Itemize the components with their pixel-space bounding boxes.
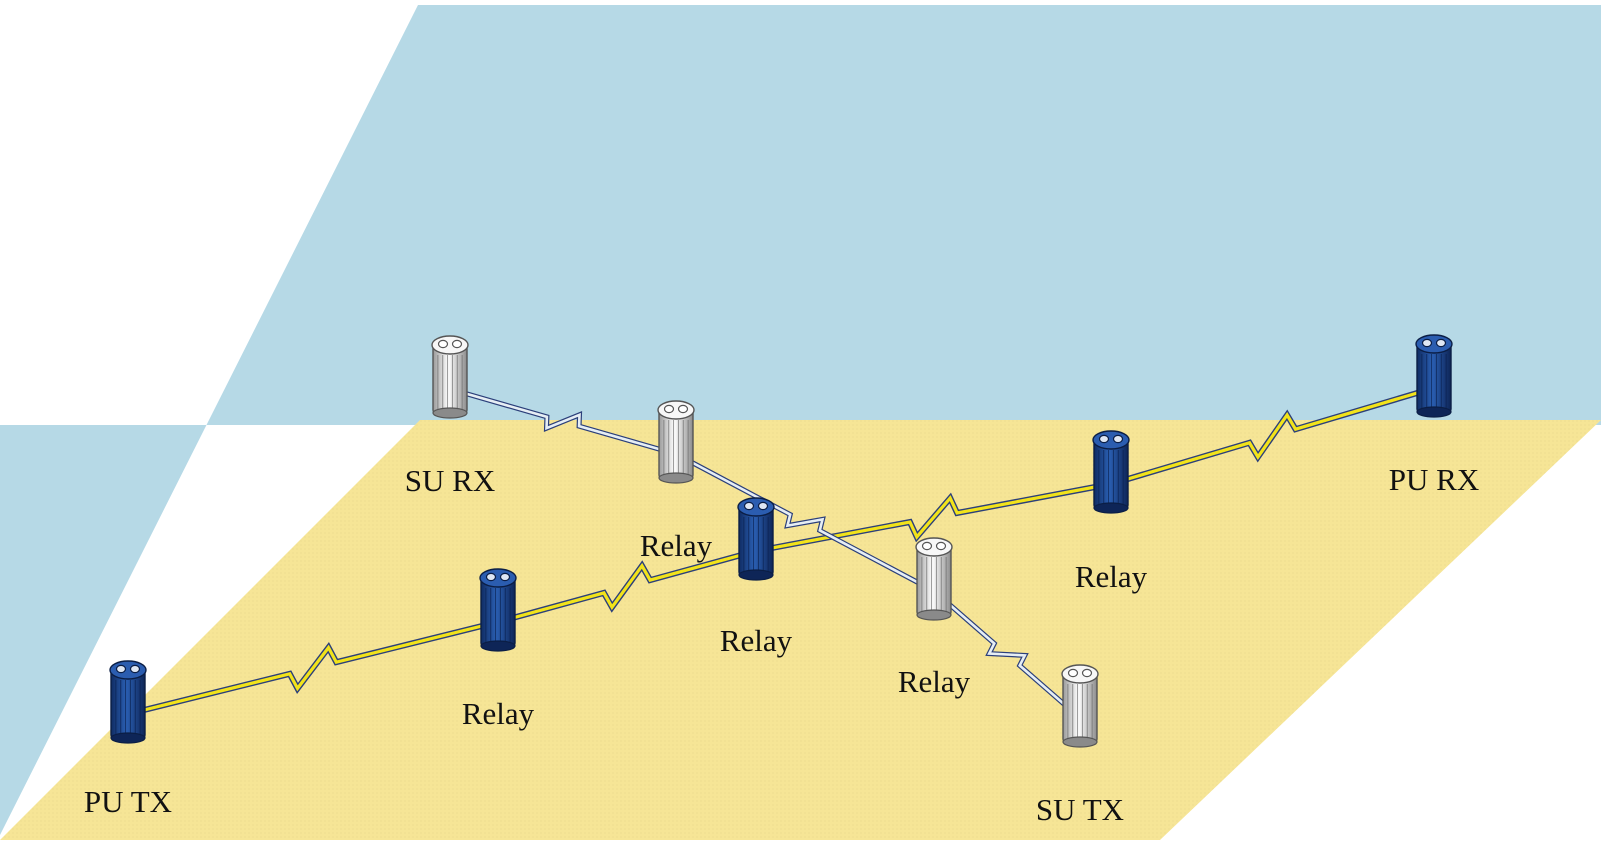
node-cap [1415, 334, 1453, 354]
link-pu-1 [497, 548, 757, 625]
node-su-relay-1: Relay [640, 400, 713, 563]
node-base [1093, 502, 1129, 514]
node-pu-rx: PU RX [1389, 334, 1479, 497]
node-cap [1092, 430, 1130, 450]
node-port-icon [437, 339, 449, 349]
node-port-icon [935, 541, 947, 551]
node-port-icon [921, 541, 933, 551]
node-port-icon [1112, 434, 1124, 444]
node-base [432, 407, 468, 419]
node-base [1416, 406, 1452, 418]
node-cap [737, 497, 775, 517]
link-fill [449, 387, 677, 456]
node-port-icon [1081, 668, 1093, 678]
node-pu-relay-1: Relay [462, 568, 535, 731]
node-port-icon [743, 501, 755, 511]
link-pu-0 [127, 619, 499, 717]
node-port-icon [1421, 338, 1433, 348]
link-pu-3 [1110, 385, 1435, 487]
link-fill [755, 482, 1112, 553]
node-label: Relay [462, 696, 535, 731]
floor-texture [0, 420, 1601, 840]
node-port-icon [677, 404, 689, 414]
node-cap [915, 537, 953, 557]
node-port-icon [115, 664, 127, 674]
link-fill [127, 620, 499, 716]
node-label: PU RX [1389, 462, 1479, 497]
node-cap [479, 568, 517, 588]
node-cap [109, 660, 147, 680]
node-pu-relay-2: Relay [720, 497, 793, 658]
link-su-6 [449, 386, 677, 457]
link-fill [1110, 386, 1435, 486]
node-port-icon [451, 339, 463, 349]
node-base [110, 732, 146, 744]
node-pu-tx: PU TX [84, 660, 172, 819]
link-fill [497, 549, 757, 624]
node-base [658, 472, 694, 484]
node-port-icon [1435, 338, 1447, 348]
link-fill [933, 590, 1081, 719]
node-cap [1061, 664, 1099, 684]
node-port-icon [129, 664, 141, 674]
node-port-icon [1098, 434, 1110, 444]
node-su-relay-2: Relay [898, 537, 971, 699]
node-base [1062, 736, 1098, 748]
node-label: Relay [720, 623, 793, 658]
node-port-icon [663, 404, 675, 414]
node-su-tx: SU TX [1036, 664, 1124, 827]
node-port-icon [499, 572, 511, 582]
node-base [480, 640, 516, 652]
node-base [916, 609, 952, 621]
node-port-icon [757, 501, 769, 511]
node-label: Relay [1075, 559, 1148, 594]
node-label: PU TX [84, 784, 172, 819]
node-su-rx: SU RX [405, 335, 495, 498]
node-port-icon [1067, 668, 1079, 678]
node-port-icon [485, 572, 497, 582]
node-pu-relay-3: Relay [1075, 430, 1148, 594]
node-label: SU RX [405, 463, 495, 498]
node-label: Relay [640, 528, 713, 563]
node-label: Relay [898, 664, 971, 699]
node-cap [657, 400, 695, 420]
node-label: SU TX [1036, 792, 1124, 827]
node-cap [431, 335, 469, 355]
node-base [738, 569, 774, 581]
link-su-4 [932, 589, 1082, 720]
link-pu-2 [755, 481, 1112, 554]
